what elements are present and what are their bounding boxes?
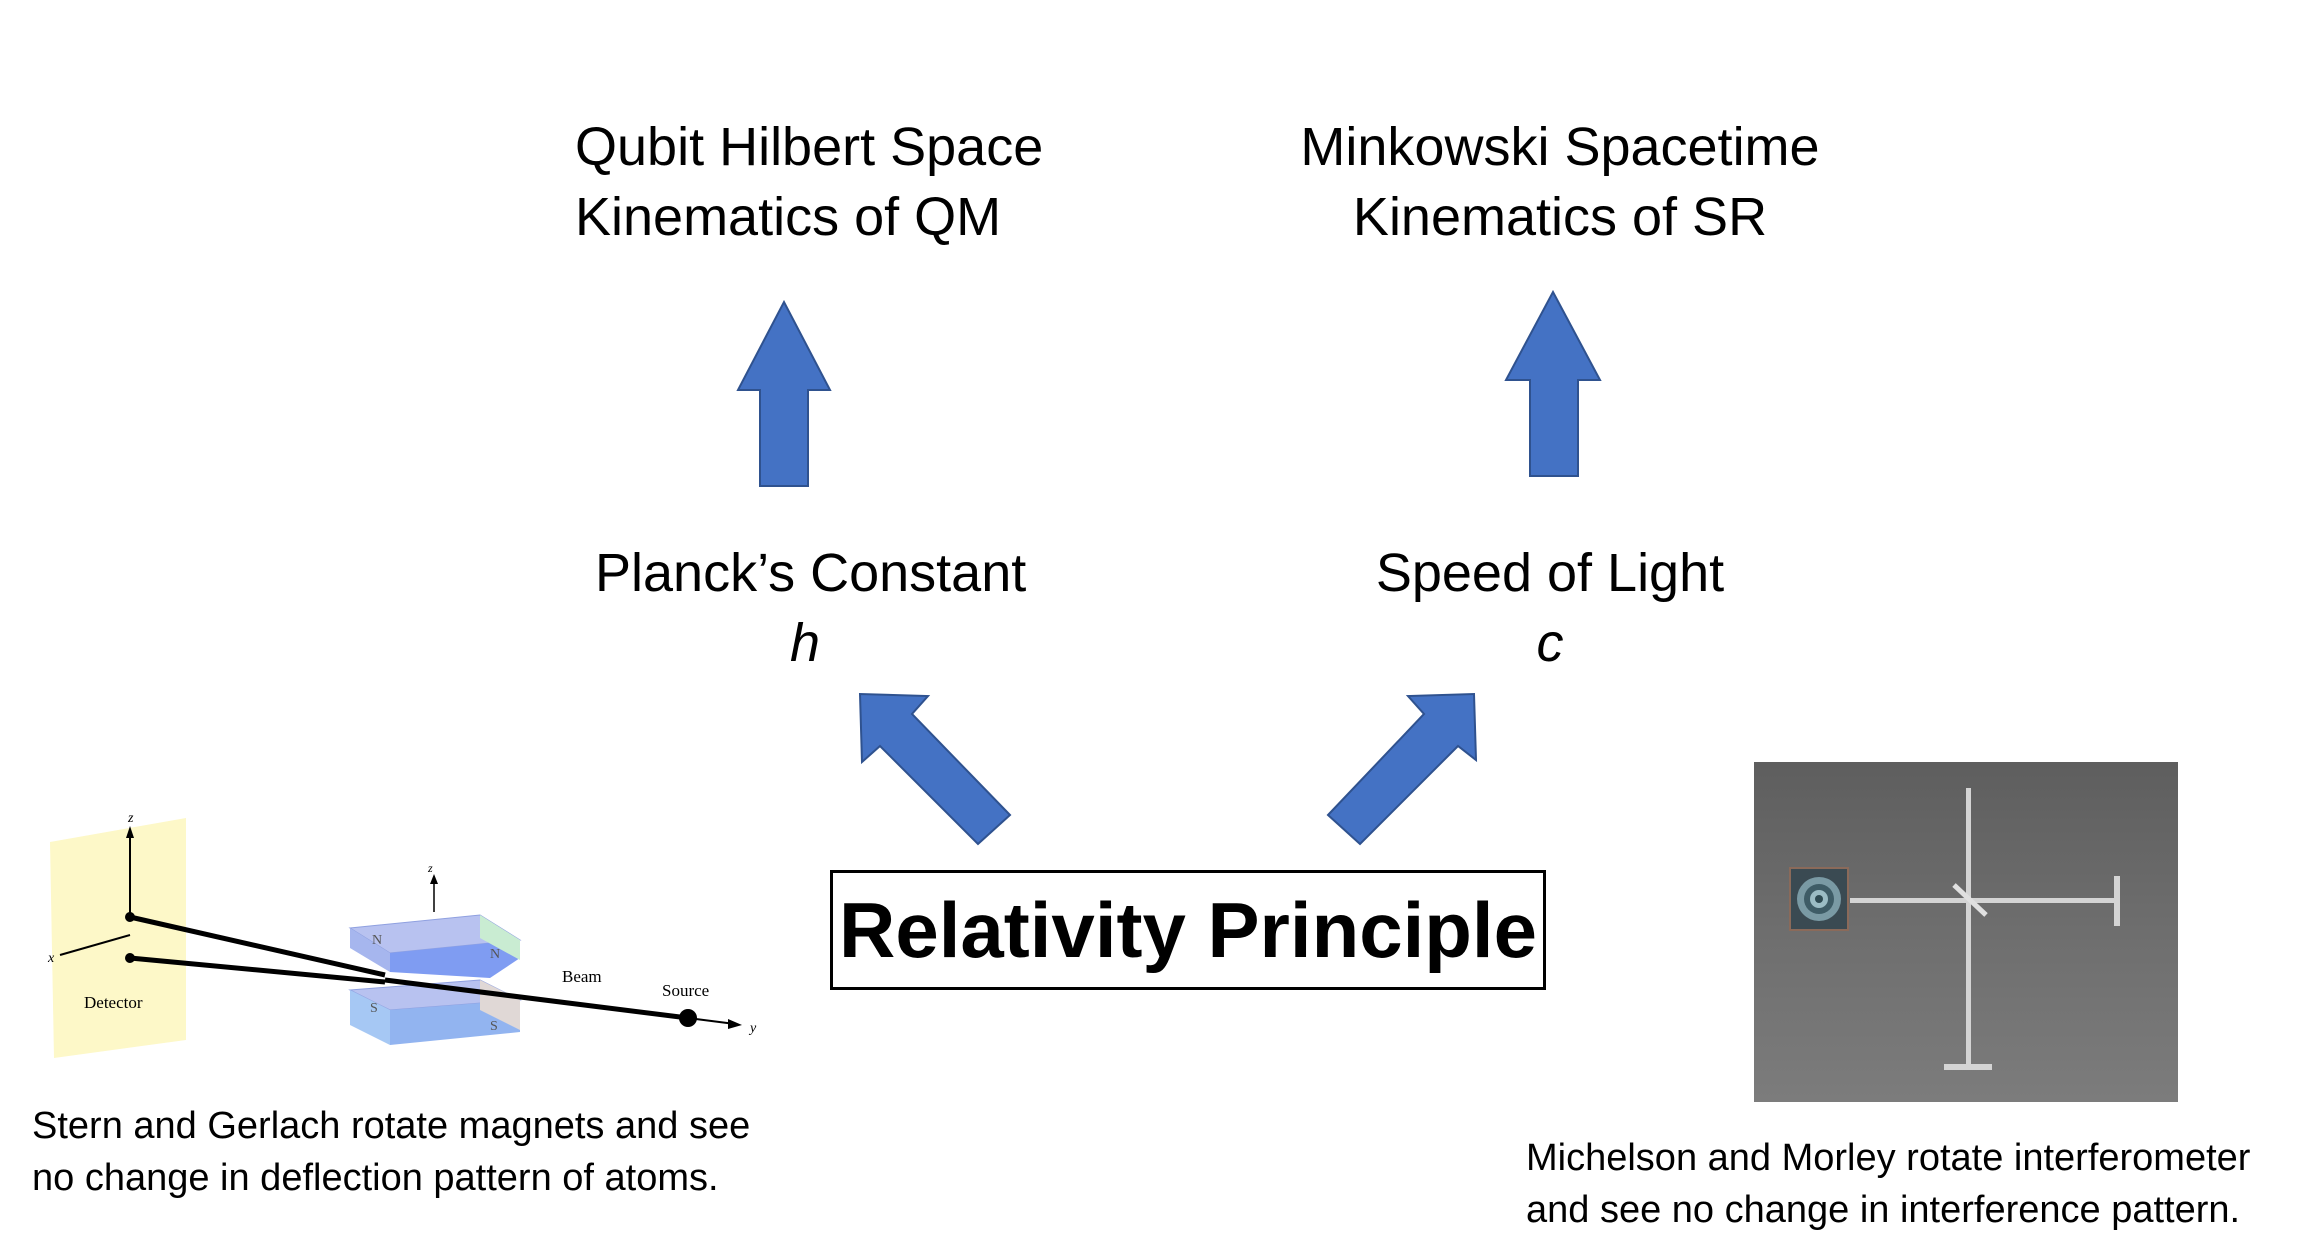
sg-beam-label: Beam: [562, 967, 602, 986]
block-arrow-icon-up-right: [1504, 289, 1602, 477]
sg-x-label: x: [47, 951, 55, 966]
sg-south-label-2: S: [490, 1019, 498, 1034]
plancks-constant-name: Planck’s Constant: [595, 543, 1027, 603]
michelson-morley-caption-line2: and see no change in interference patter…: [1526, 1189, 2241, 1231]
stern-gerlach-diagram: z x y z Detector Beam Source N N S S: [47, 811, 757, 1058]
block-arrow-icon-diag-left: [858, 692, 1012, 846]
stern-gerlach-caption-line2: no change in deflection pattern of atoms…: [32, 1157, 719, 1199]
michelson-morley-caption-line1: Michelson and Morley rotate interferomet…: [1526, 1137, 2251, 1179]
sg-north-label-2: N: [490, 947, 500, 962]
qm-kinematics-line2: Kinematics of QM: [575, 187, 1002, 247]
beam-source-dot: [679, 1009, 697, 1027]
block-arrow-icon-diag-right: [1326, 692, 1478, 846]
sg-y-label: y: [748, 1021, 757, 1036]
sg-z-label: z: [127, 811, 134, 826]
interferometer-photo: [1754, 762, 2178, 1102]
sg-magnet-z-label: z: [427, 861, 433, 875]
michelson-morley-caption: Michelson and Morley rotate interferomet…: [1526, 1132, 2250, 1236]
plancks-constant-title: Planck’s Constant h: [595, 538, 1027, 678]
sr-kinematics-line2: Kinematics of SR: [1352, 187, 1768, 247]
plancks-constant-symbol: h: [789, 613, 821, 673]
speed-of-light-title: Speed of Light c: [1355, 538, 1745, 678]
stern-gerlach-caption: Stern and Gerlach rotate magnets and see…: [32, 1100, 750, 1204]
minkowski-spacetime-title: Minkowski Spacetime Kinematics of SR: [1290, 112, 1830, 252]
sg-north-label-1: N: [372, 933, 382, 948]
minkowski-spacetime-line1: Minkowski Spacetime: [1300, 117, 1820, 177]
sg-south-label-1: S: [370, 1001, 378, 1016]
qubit-hilbert-space-line1: Qubit Hilbert Space: [575, 117, 1044, 177]
speed-of-light-symbol: c: [1536, 613, 1564, 673]
relativity-principle-label: Relativity Principle: [839, 885, 1537, 974]
relativity-principle-box: Relativity Principle: [830, 870, 1546, 990]
stern-gerlach-caption-line1: Stern and Gerlach rotate magnets and see: [32, 1105, 751, 1147]
block-arrow-icon-up-left: [736, 299, 832, 487]
qubit-hilbert-space-title: Qubit Hilbert Space Kinematics of QM: [575, 112, 1044, 252]
speed-of-light-name: Speed of Light: [1375, 543, 1725, 603]
sg-source-label: Source: [662, 981, 709, 1000]
sg-detector-label: Detector: [84, 993, 143, 1012]
